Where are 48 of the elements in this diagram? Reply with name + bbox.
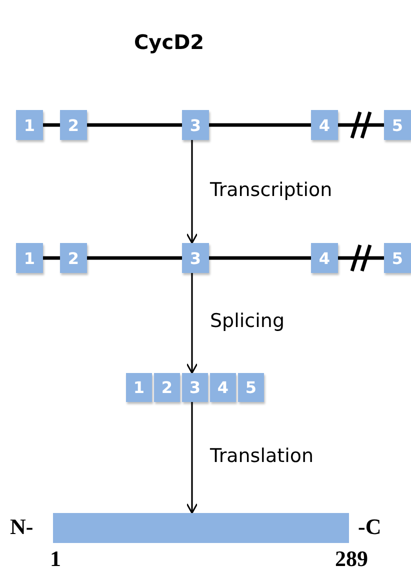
exon-box	[16, 243, 43, 273]
residue-number: 289	[335, 548, 368, 570]
exon-box	[384, 110, 411, 140]
intron-line	[43, 256, 60, 260]
terminus-label: N-	[10, 516, 34, 538]
exon-box	[182, 243, 209, 273]
exon-number: 3	[190, 248, 202, 268]
exon-box	[311, 110, 338, 140]
intron-line	[209, 123, 311, 127]
exon-number: 2	[68, 116, 80, 134]
intron-line	[338, 123, 384, 127]
intron-line	[43, 123, 60, 127]
exon-number: 3	[189, 378, 201, 397]
exon-box	[154, 373, 180, 402]
residue-number: 1	[50, 548, 61, 570]
exon-number: 1	[133, 378, 145, 397]
terminus-label: -C	[358, 516, 382, 538]
exon-box	[182, 373, 208, 402]
exon-number: 1	[24, 116, 36, 134]
exon-box	[126, 373, 152, 402]
arrow	[186, 273, 198, 374]
exon-box	[182, 110, 209, 140]
arrow	[186, 140, 198, 244]
exon-number: 2	[68, 248, 80, 268]
exon-number: 4	[217, 378, 229, 397]
edge-label: Transcription	[210, 180, 332, 200]
exon-number: 5	[392, 116, 404, 134]
exon-box	[238, 373, 264, 402]
exon-number: 3	[190, 116, 202, 134]
exon-number: 4	[318, 248, 330, 268]
exon-number: 4	[318, 116, 330, 134]
edge-label: Splicing	[210, 311, 285, 332]
intron-line	[87, 256, 182, 260]
exon-box	[16, 110, 43, 140]
exon-number: 5	[245, 378, 257, 397]
protein-bar	[53, 513, 349, 543]
title: CycD2	[134, 30, 204, 54]
exon-box	[60, 243, 87, 273]
exon-box	[210, 373, 236, 402]
intron-line	[338, 256, 384, 260]
intron-line	[87, 123, 182, 127]
exon-number: 5	[392, 248, 404, 268]
exon-number: 2	[161, 378, 173, 397]
arrow	[186, 402, 198, 514]
exon-box	[311, 243, 338, 273]
exon-box	[384, 243, 411, 273]
exon-number: 1	[24, 248, 36, 268]
exon-box	[60, 110, 87, 140]
